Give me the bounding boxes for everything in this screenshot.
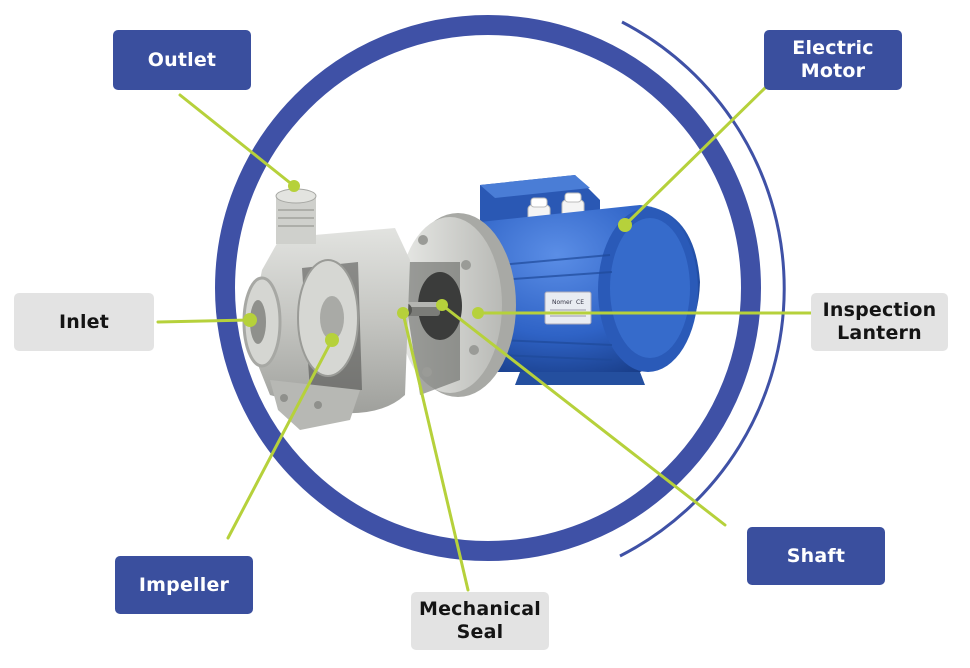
label-inspection-lantern-line1: Inspection (822, 299, 937, 321)
label-electric-motor-line2: Motor (800, 60, 866, 82)
label-shaft-text: Shaft (786, 544, 846, 567)
label-outlet-text: Outlet (147, 48, 217, 71)
leader-electric-motor (623, 86, 767, 227)
leader-lines (156, 86, 814, 592)
outer-arc (619, 20, 786, 558)
outlet-pipe (276, 196, 316, 244)
leader-end-dots (243, 180, 632, 347)
label-inspection-lantern: Inspection Lantern (811, 293, 948, 351)
electric-motor: Nomer CE (480, 175, 700, 385)
pump-body (242, 188, 410, 430)
leader-shaft (440, 303, 727, 527)
motor-mark: CE (576, 299, 584, 306)
label-mechanical-seal-line2: Seal (456, 621, 504, 643)
motor-name-plate (544, 291, 592, 325)
label-mechanical-seal-line1: Mechanical (418, 598, 542, 620)
label-impeller-text: Impeller (138, 573, 230, 596)
label-shaft: Shaft (747, 527, 885, 585)
leader-mechanical-seal (401, 311, 470, 592)
motor-brand: Nomer (552, 299, 573, 306)
frame-ring (215, 15, 761, 561)
leader-inlet (156, 318, 252, 324)
label-mechanical-seal: Mechanical Seal (411, 592, 549, 650)
leader-outlet (178, 93, 296, 188)
label-inlet: Inlet (14, 293, 154, 351)
label-inlet-text: Inlet (58, 310, 110, 333)
label-electric-motor: Electric Motor (764, 30, 902, 90)
leader-impeller (226, 338, 334, 540)
label-outlet: Outlet (113, 30, 251, 90)
label-inspection-lantern-line2: Lantern (837, 322, 922, 344)
label-impeller: Impeller (115, 556, 253, 614)
label-electric-motor-line1: Electric (792, 37, 874, 59)
